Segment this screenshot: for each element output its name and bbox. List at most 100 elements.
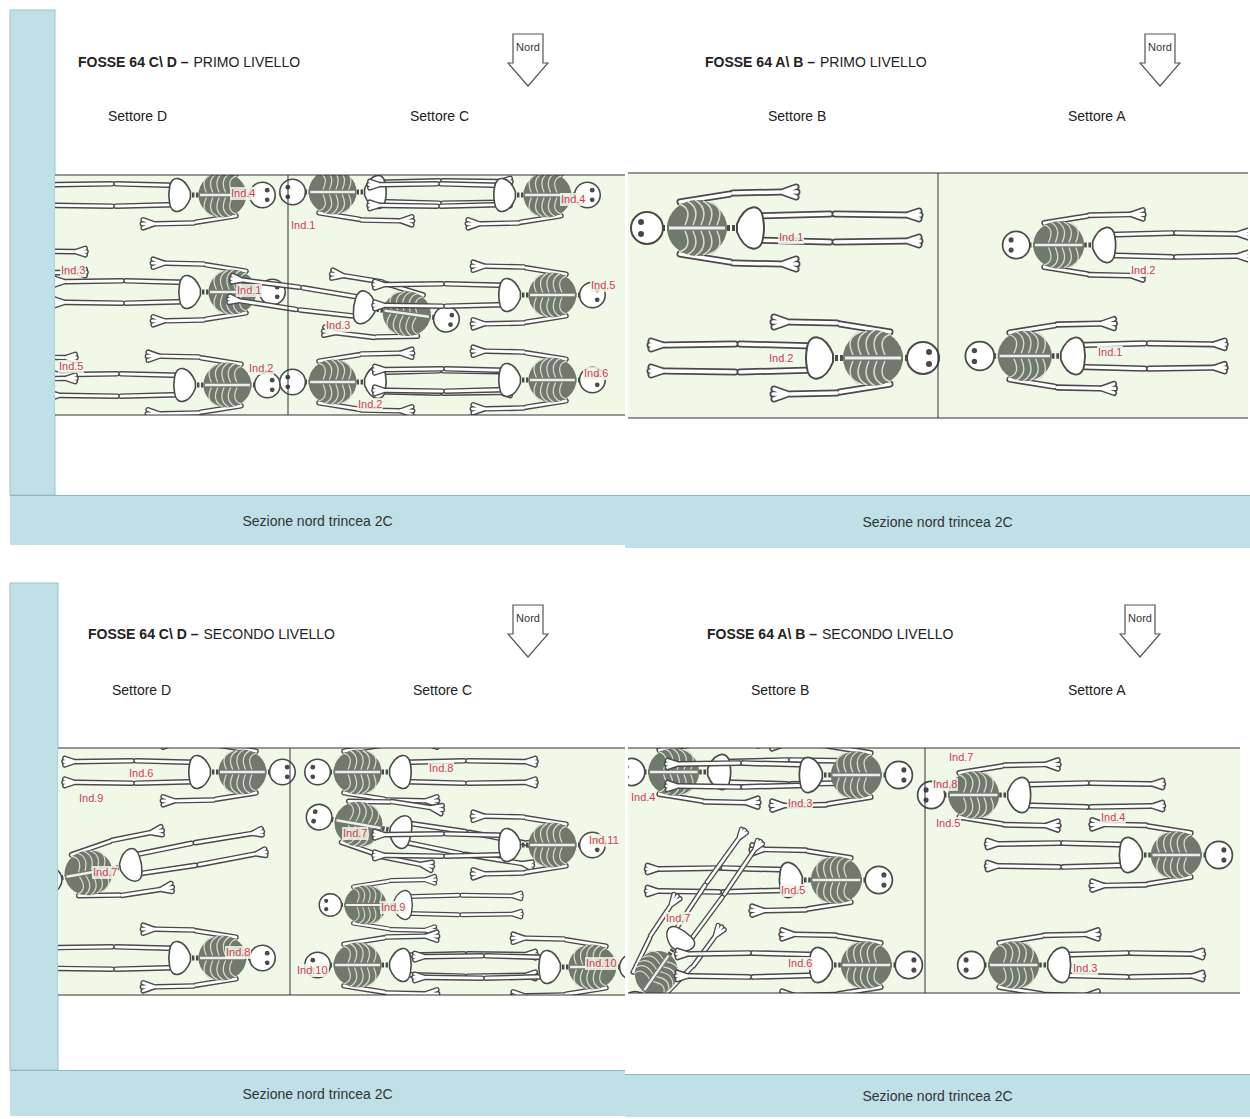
- section-label: Sezione nord trincea 2C: [242, 513, 392, 529]
- skeleton: [628, 748, 863, 807]
- sector-name: Settore B: [751, 682, 809, 699]
- skeleton-group: [55, 175, 605, 415]
- section-band: Sezione nord trincea 2C: [625, 1074, 1250, 1117]
- skeleton: [965, 319, 1225, 393]
- individual-number: Ind.2: [357, 398, 383, 411]
- skeleton: [958, 930, 1204, 993]
- section-label: Sezione nord trincea 2C: [862, 1088, 1012, 1104]
- skeleton: [305, 932, 536, 995]
- north-arrow: Nord: [507, 33, 549, 87]
- section-band: Sezione nord trincea 2C: [10, 495, 625, 545]
- skeleton: [55, 175, 275, 228]
- individual-number: Ind.6: [787, 957, 813, 970]
- individual-number: Ind.4: [1100, 811, 1126, 824]
- skeleton: [987, 820, 1233, 890]
- plan-level: PRIMO LIVELLO: [820, 54, 927, 71]
- individual-number: Ind.2: [768, 352, 794, 365]
- individual-number: Ind.1: [778, 231, 804, 244]
- grave-outline: [55, 173, 1248, 995]
- skeleton: [628, 818, 778, 993]
- individual-number: Ind.10: [296, 964, 329, 977]
- skeleton: [677, 930, 923, 993]
- skeleton-group: [628, 748, 1232, 993]
- individual-number: Ind.6: [128, 767, 154, 780]
- individual-number: Ind.7: [342, 827, 368, 840]
- skeleton: [58, 925, 275, 991]
- skeleton: [55, 229, 86, 295]
- skeleton: [55, 352, 280, 415]
- individual-number: Ind.11: [588, 834, 620, 847]
- north-arrow: Nord: [507, 604, 549, 658]
- plan-level: SECONDO LIVELLO: [822, 626, 954, 643]
- section-label: Sezione nord trincea 2C: [242, 1086, 392, 1102]
- plan-level: PRIMO LIVELLO: [193, 54, 300, 71]
- individual-number: Ind.3: [787, 797, 813, 810]
- skeleton: [319, 876, 521, 933]
- skeleton: [918, 760, 1164, 830]
- skeleton: [667, 748, 913, 810]
- skeleton: [58, 810, 270, 915]
- skeleton-group: [631, 187, 1248, 399]
- skeleton: [55, 259, 285, 325]
- individual-number: Ind.4: [230, 187, 256, 200]
- individual-number: Ind.3: [60, 264, 86, 277]
- skeleton: [414, 934, 625, 995]
- arrow-outline: [508, 605, 548, 657]
- north-label: Nord: [507, 33, 549, 53]
- skeleton: [631, 187, 920, 269]
- sector-name: Settore C: [413, 682, 472, 699]
- individual-number: Ind.10: [585, 957, 618, 970]
- skeleton: [369, 175, 600, 228]
- skeleton: [1003, 210, 1248, 280]
- individual-number: Ind.8: [225, 946, 251, 959]
- individual-number: Ind.2: [248, 362, 274, 375]
- plan-title: FOSSE 64 A\ B –: [705, 54, 815, 71]
- section-band: Sezione nord trincea 2C: [625, 495, 1250, 548]
- individual-number: Ind.3: [325, 319, 351, 332]
- individual-number: Ind.8: [932, 778, 958, 791]
- skeleton: [374, 262, 605, 328]
- individual-number: Ind.5: [780, 884, 806, 897]
- individual-number: Ind.3: [1072, 962, 1098, 975]
- sector-name: Settore D: [108, 108, 167, 125]
- individual-number: Ind.7: [92, 866, 118, 879]
- individual-number: Ind.5: [935, 817, 961, 830]
- individual-number: Ind.8: [428, 762, 454, 775]
- skeleton: [650, 317, 939, 399]
- grave-area: [628, 173, 1248, 418]
- individual-number: Ind.6: [583, 367, 609, 380]
- individual-number: Ind.1: [290, 219, 316, 232]
- north-label: Nord: [507, 604, 549, 624]
- individual-number: Ind.2: [1130, 264, 1156, 277]
- individual-number: Ind.4: [630, 791, 656, 804]
- section-band: Sezione nord trincea 2C: [10, 1070, 625, 1116]
- skeleton: [647, 845, 893, 915]
- plan-title: FOSSE 64 A\ B –: [707, 626, 817, 643]
- side-bar: [10, 10, 55, 495]
- sector-name: Settore D: [112, 682, 171, 699]
- plan-level: SECONDO LIVELLO: [203, 626, 335, 643]
- skeleton: [374, 347, 605, 413]
- north-label: Nord: [1139, 33, 1181, 53]
- sector-name: Settore A: [1068, 682, 1126, 699]
- arrow-outline: [508, 34, 548, 86]
- individual-number: Ind.9: [380, 901, 406, 914]
- sector-name: Settore A: [1068, 108, 1126, 125]
- individual-number: Ind.7: [665, 912, 691, 925]
- skeleton: [305, 748, 536, 805]
- individual-number: Ind.1: [1097, 346, 1123, 359]
- skeleton-group: [58, 748, 625, 995]
- individual-number: Ind.5: [590, 279, 616, 292]
- individual-number: Ind.4: [560, 193, 586, 206]
- side-bar: [10, 583, 58, 1070]
- individual-number: Ind.5: [58, 360, 84, 373]
- individual-number: Ind.7: [948, 751, 974, 764]
- skeleton: [64, 748, 295, 805]
- individual-number: Ind.9: [78, 792, 104, 805]
- sector-name: Settore B: [768, 108, 826, 125]
- arrow-outline: [1140, 34, 1180, 86]
- skeleton: [374, 812, 605, 878]
- plan-title: FOSSE 64 C\ D –: [78, 54, 188, 71]
- north-arrow: Nord: [1119, 604, 1161, 658]
